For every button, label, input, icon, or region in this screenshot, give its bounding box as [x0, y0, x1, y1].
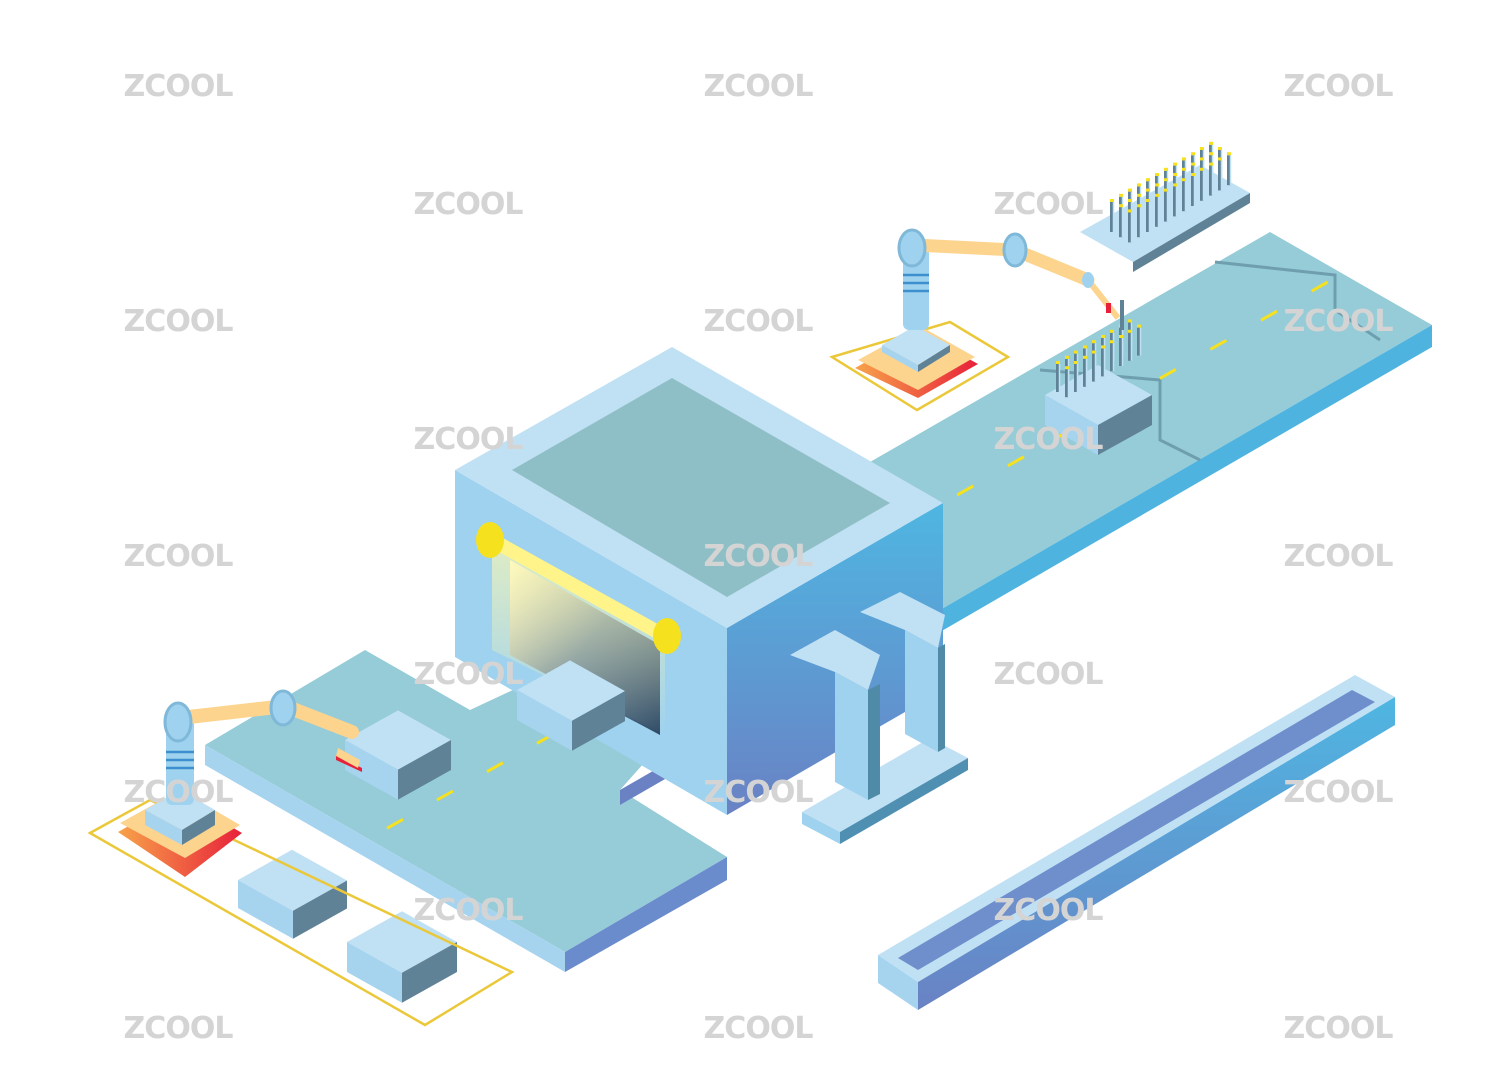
- box-top: [347, 911, 457, 973]
- watermark-text: ZCOOL: [1284, 69, 1394, 104]
- lane-dash: [1310, 280, 1329, 293]
- box-side: [345, 740, 398, 800]
- watermark-text: ZCOOL: [124, 539, 234, 574]
- watermark-text: ZCOOL: [414, 422, 524, 457]
- box-top: [517, 660, 625, 721]
- lane-dash: [436, 789, 454, 802]
- lane-dash: [1007, 455, 1025, 468]
- lane-dash: [386, 818, 404, 830]
- watermark-text: ZCOOL: [414, 893, 524, 928]
- robot-arm-left: [87, 689, 515, 1027]
- watermark-text: ZCOOL: [704, 304, 814, 339]
- lane-dash: [1159, 368, 1177, 380]
- watermark-text: ZCOOL: [704, 539, 814, 574]
- watermark-text: ZCOOL: [994, 893, 1104, 928]
- box-side: [402, 942, 457, 1003]
- pin-plate-top: [1080, 141, 1250, 272]
- box-top: [345, 710, 451, 770]
- box-side: [347, 942, 402, 1003]
- watermark-text: ZCOOL: [1284, 1011, 1394, 1046]
- box-side: [517, 690, 572, 751]
- trough: [878, 675, 1395, 1010]
- light-emitter: [653, 618, 681, 654]
- product-boxes: [238, 660, 625, 1003]
- lane-dash: [1260, 309, 1278, 322]
- watermark-text: ZCOOL: [124, 69, 234, 104]
- watermark-text: ZCOOL: [1284, 539, 1394, 574]
- lane-dash: [486, 761, 504, 773]
- lane-dash: [956, 484, 975, 497]
- lane-dash: [1209, 339, 1228, 351]
- watermark-text: ZCOOL: [704, 69, 814, 104]
- watermark-layer: ZCOOL ZCOOL ZCOOL ZCOOL ZCOOL ZCOOL ZCOOL ZCOOL…: [124, 69, 1395, 1046]
- watermark-text: ZCOOL: [704, 775, 814, 810]
- box-top: [238, 849, 347, 911]
- light-emitter: [476, 522, 504, 558]
- box-side: [398, 740, 451, 800]
- lane-markings: [956, 280, 1329, 497]
- watermark-text: ZCOOL: [124, 304, 234, 339]
- watermark-text: ZCOOL: [1284, 775, 1394, 810]
- central-machine: [455, 347, 943, 815]
- box-side: [572, 691, 625, 751]
- robot-arm-right: [828, 228, 1124, 412]
- watermark-text: ZCOOL: [1284, 304, 1394, 339]
- watermark-text: ZCOOL: [704, 1011, 814, 1046]
- watermark-text: ZCOOL: [124, 1011, 234, 1046]
- watermark-text: ZCOOL: [414, 657, 524, 692]
- pin-block-conveyor: [1045, 319, 1152, 455]
- watermark-text: ZCOOL: [994, 187, 1104, 222]
- watermark-text: ZCOOL: [994, 657, 1104, 692]
- watermark-text: ZCOOL: [414, 187, 524, 222]
- pillars: [790, 592, 968, 844]
- box-side: [238, 880, 293, 939]
- box-side: [293, 880, 347, 939]
- watermark-text: ZCOOL: [994, 422, 1104, 457]
- watermark-text: ZCOOL: [124, 775, 234, 810]
